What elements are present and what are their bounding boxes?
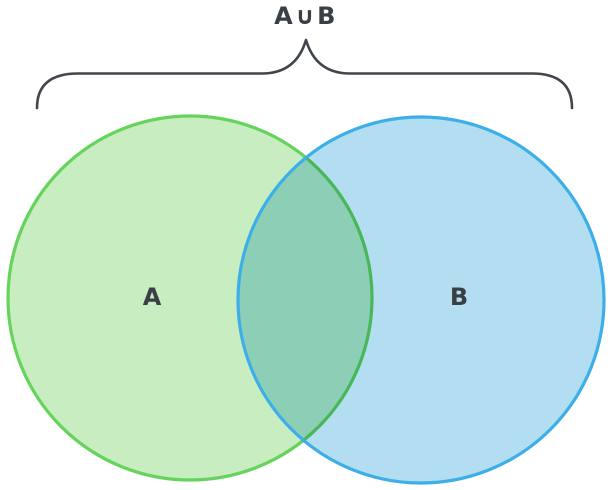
union-brace bbox=[35, 38, 574, 110]
set-b-label: B bbox=[450, 283, 468, 311]
set-a-label: A bbox=[143, 283, 162, 311]
union-title: A∪B bbox=[274, 2, 338, 30]
set-b-circle-outline bbox=[236, 115, 606, 485]
set-b-circle-fill bbox=[238, 117, 604, 483]
